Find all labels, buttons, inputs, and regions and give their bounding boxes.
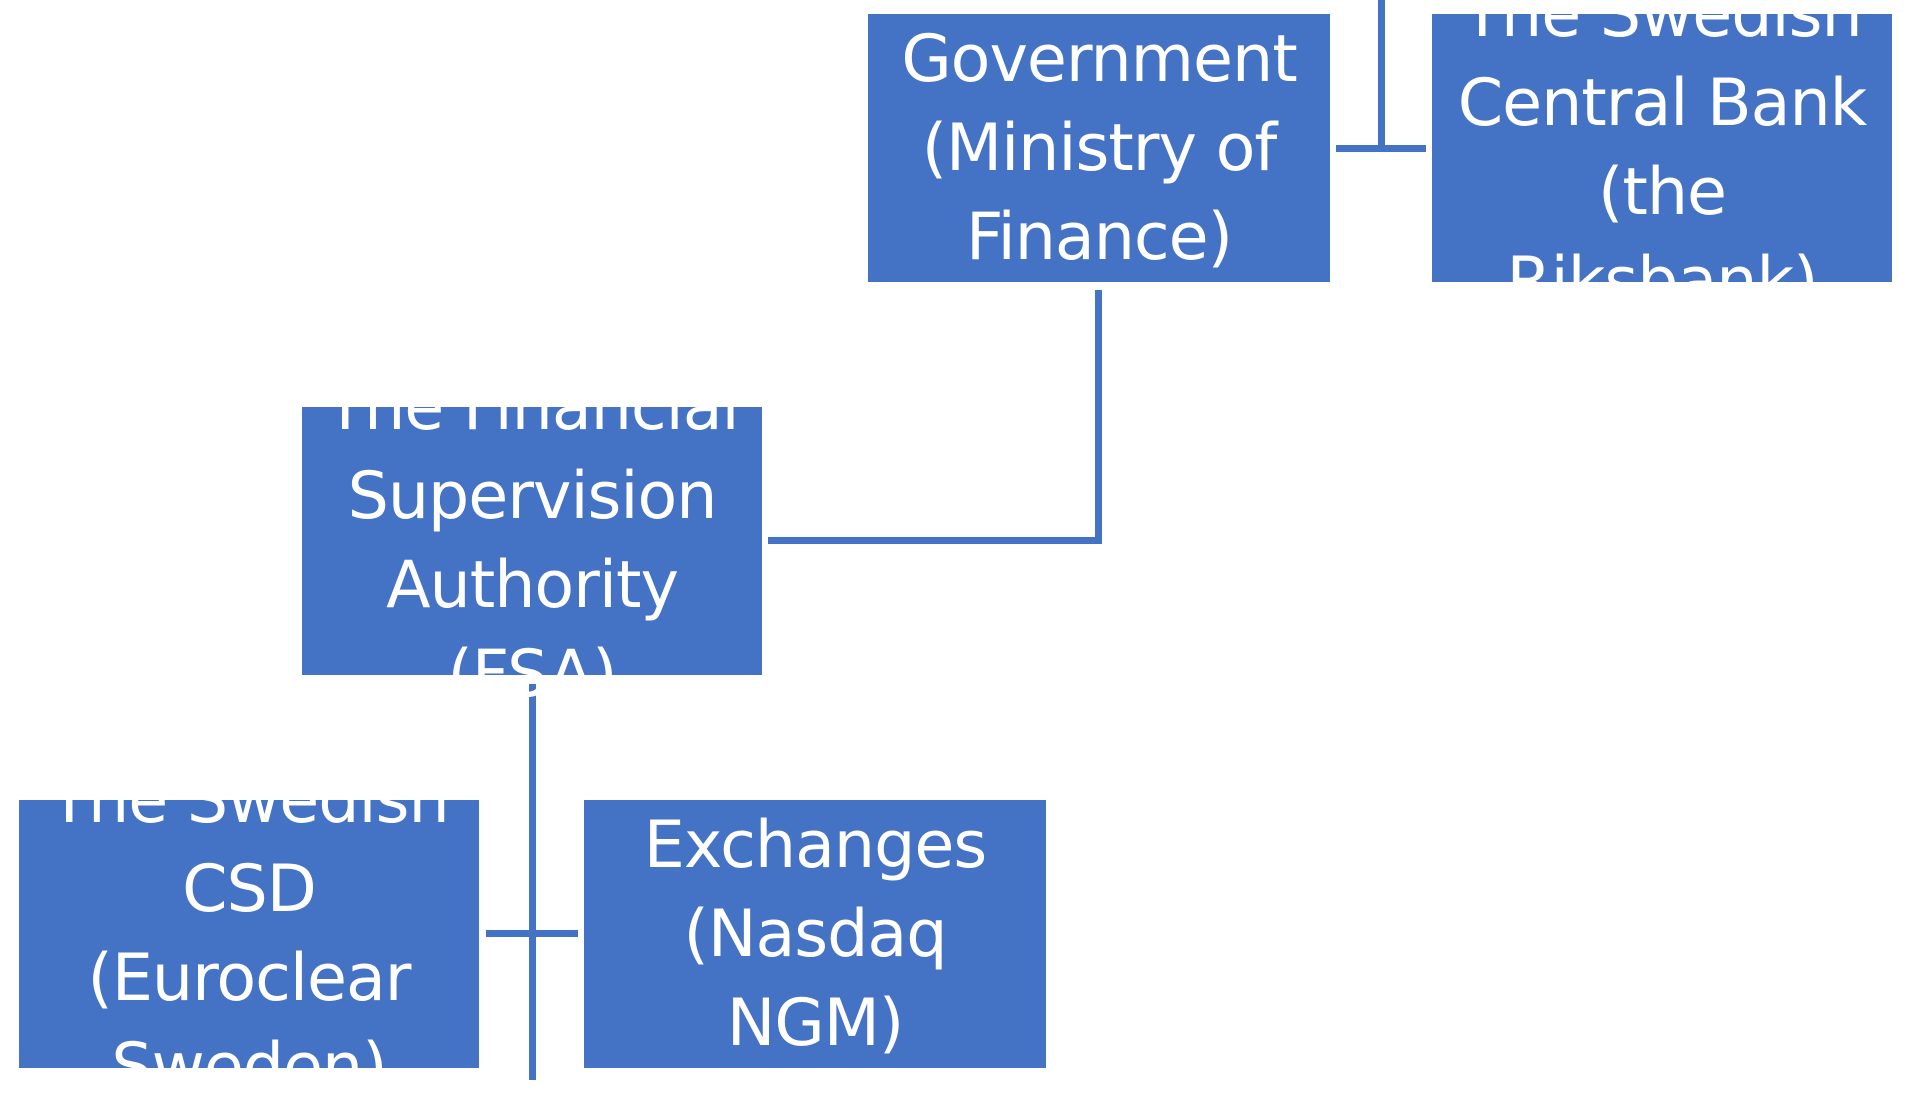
connector-government-down — [1095, 290, 1102, 544]
box-exchanges: Exchanges (Nasdaq NGM) — [584, 800, 1046, 1068]
box-riksbank-line-1: The Swedish — [1462, 0, 1862, 52]
box-riksbank-line-2: Central Bank — [1457, 66, 1868, 141]
box-riksbank-line-3: (the Riksbank) — [1506, 155, 1818, 319]
box-riksbank-text: The Swedish Central Bank (the Riksbank) — [1446, 0, 1878, 326]
box-csd-line-3: Sweden) — [111, 1030, 387, 1105]
box-government-text: Government (Ministry of Finance) — [901, 15, 1297, 282]
box-csd-line-2: CSD (Euroclear — [87, 852, 411, 1016]
box-exchanges-line-2: (Nasdaq NGM) — [683, 896, 947, 1061]
box-government-line-2: (Ministry of — [921, 110, 1278, 186]
org-chart-diagram: Government (Ministry of Finance) The Swe… — [19, 0, 1892, 1105]
box-government-line-1: Government — [901, 21, 1297, 97]
box-exchanges-line-1: Exchanges — [643, 807, 987, 883]
box-csd-line-1: The Swedish — [49, 763, 449, 838]
connector-government-riksbank — [1336, 145, 1426, 152]
box-government-line-3: Finance) — [965, 199, 1233, 275]
box-fsa-line-3: Authority (FSA) — [386, 548, 679, 712]
box-fsa-line-1: The Financial — [325, 370, 739, 445]
connector-top-vertical — [1378, 0, 1385, 148]
box-fsa-line-2: Supervision — [347, 459, 718, 534]
box-fsa-text: The Financial Supervision Authority (FSA… — [316, 363, 748, 719]
box-csd-text: The Swedish CSD (Euroclear Sweden) — [33, 756, 465, 1112]
box-fsa: The Financial Supervision Authority (FSA… — [302, 370, 762, 712]
box-exchanges-text: Exchanges (Nasdaq NGM) — [598, 801, 1032, 1068]
connector-csd-exchanges — [486, 930, 578, 937]
box-csd: The Swedish CSD (Euroclear Sweden) — [19, 763, 479, 1105]
connector-fsa-right — [768, 537, 1102, 544]
box-government: Government (Ministry of Finance) — [868, 14, 1330, 282]
box-riksbank: The Swedish Central Bank (the Riksbank) — [1432, 0, 1892, 319]
connector-fsa-down — [529, 684, 536, 1080]
